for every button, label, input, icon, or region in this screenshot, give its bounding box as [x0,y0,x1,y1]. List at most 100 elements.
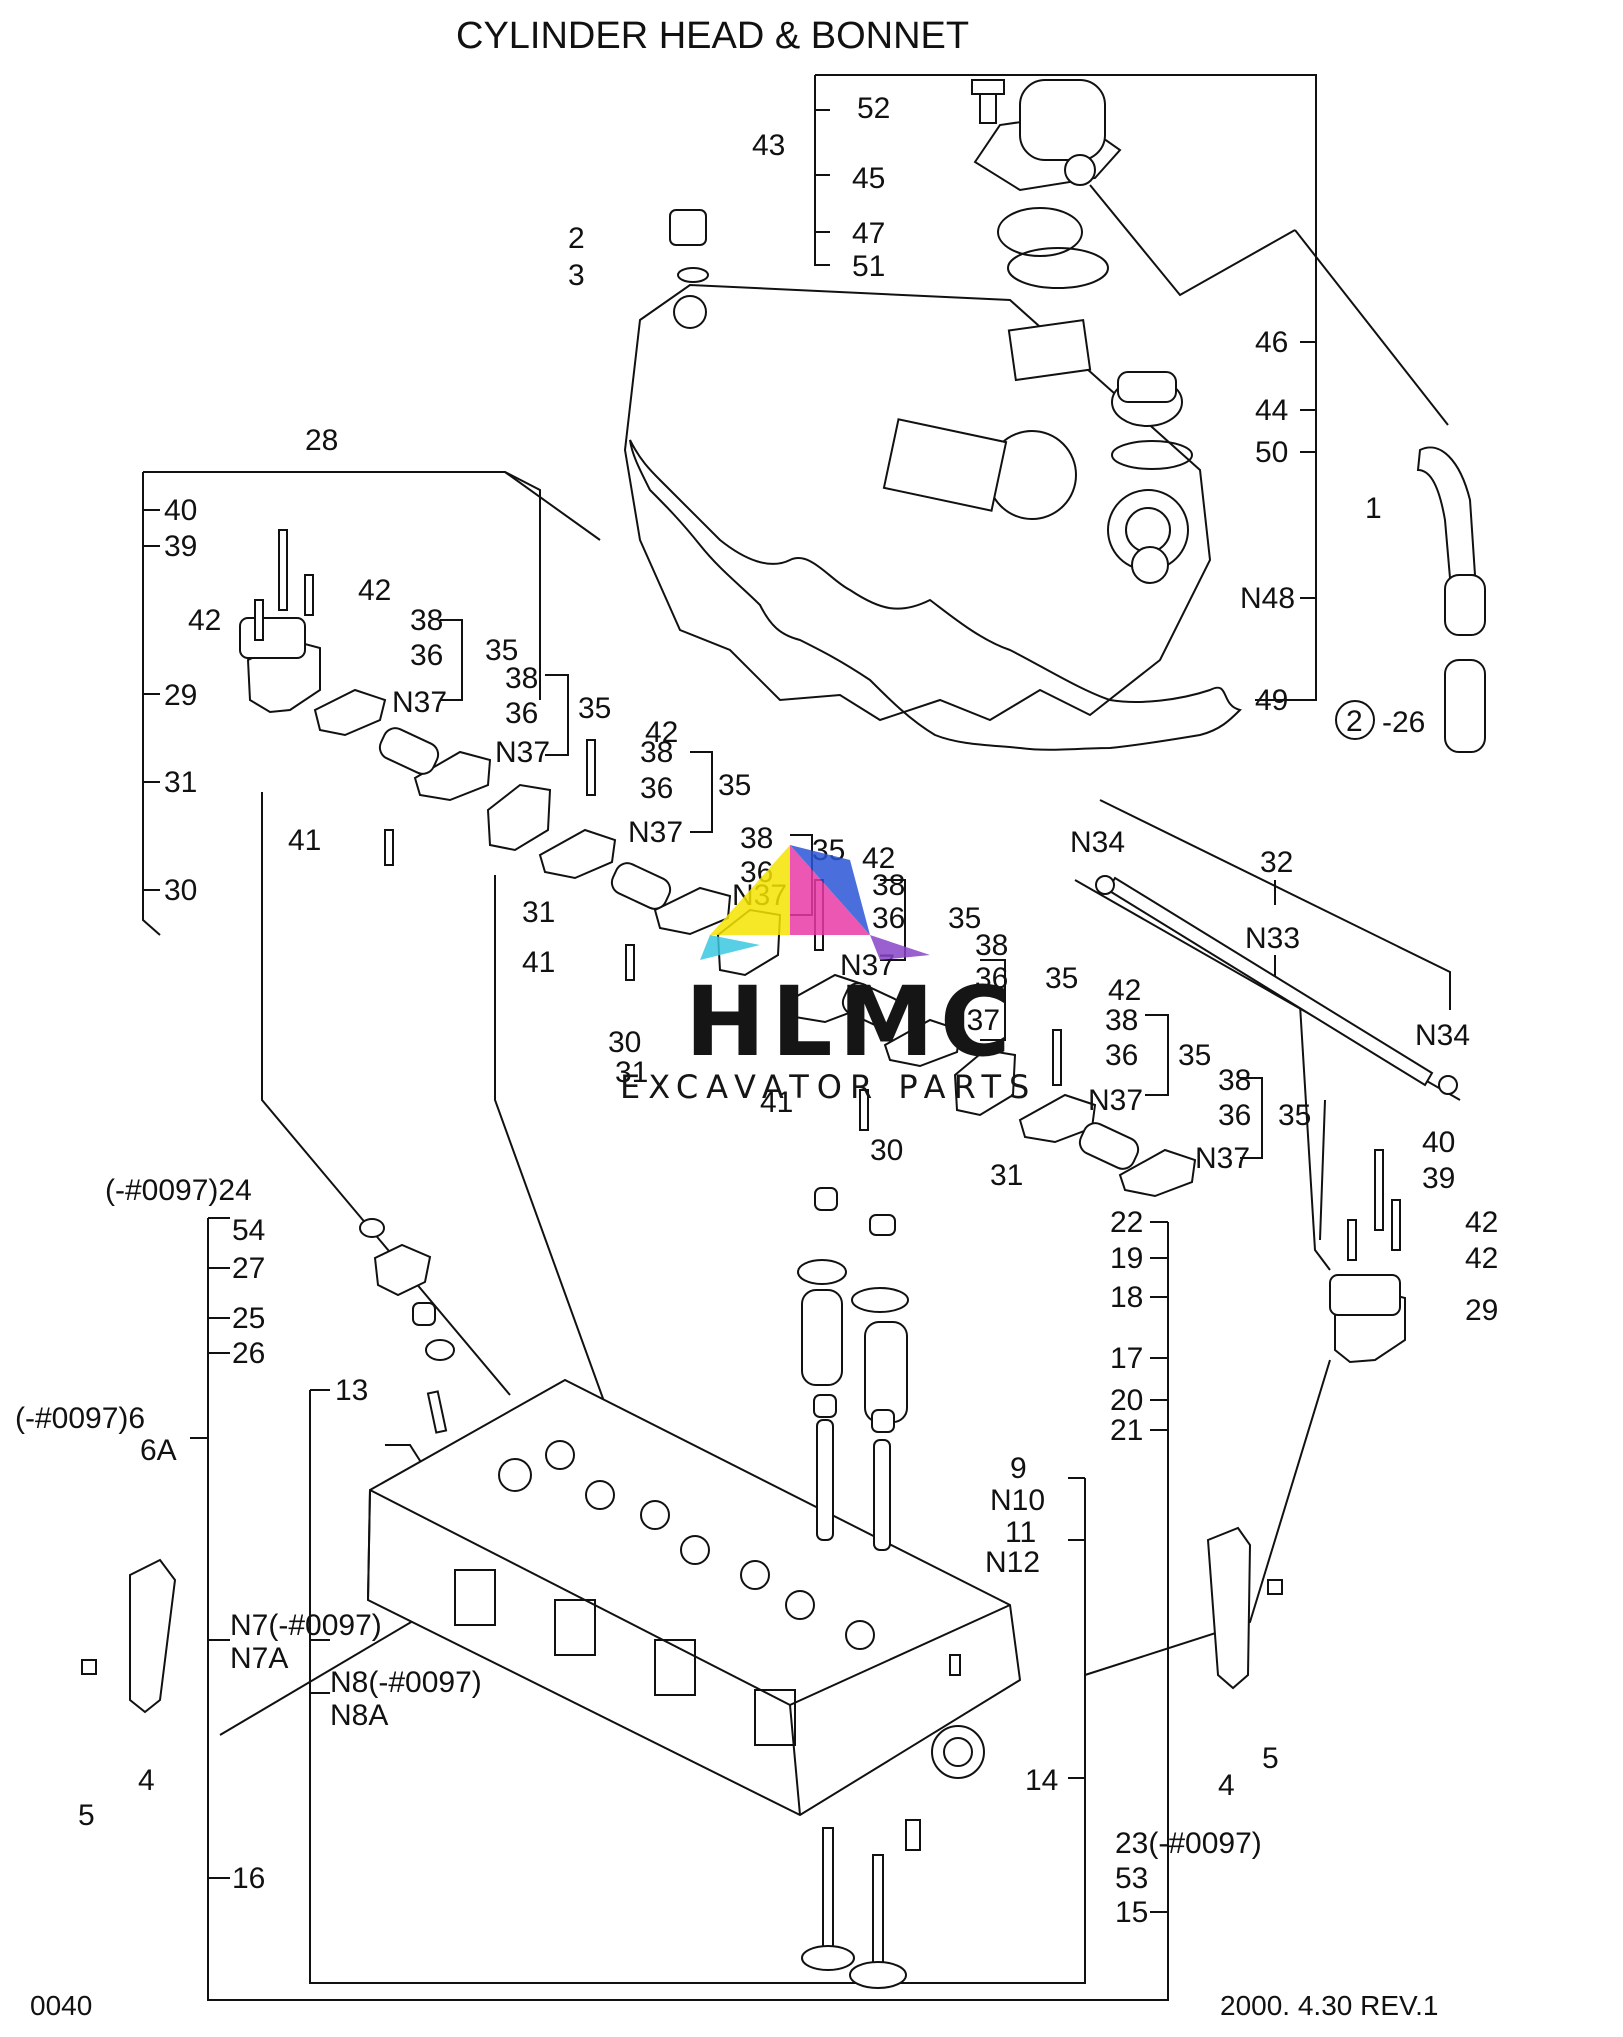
callout-29-right: 29 [1465,1294,1498,1327]
callout-25: 25 [232,1302,265,1335]
callout-15: 15 [1115,1896,1148,1929]
callout-45: 45 [852,162,885,195]
callout-27: 27 [232,1252,265,1285]
callout-38-b: 38 [505,662,538,695]
callout-38-a: 38 [410,604,443,637]
callout-labels: 52 43 45 47 51 2 3 46 44 50 1 N48 49 2 -… [15,92,1498,1929]
callout-42-b: 42 [188,604,221,637]
callout-31-b: 31 [522,896,555,929]
callout-N10: N10 [990,1484,1045,1517]
head-small-parts [81,1187,1283,1989]
callout-N8: N8(-#0097) [330,1666,482,1699]
callout-47: 47 [852,217,885,250]
callout-4-right: 4 [1218,1769,1235,1802]
callout-46: 46 [1255,326,1288,359]
callout-3: 3 [568,259,585,292]
diagram-title: CYLINDER HEAD & BONNET [456,15,969,57]
callout-14: 14 [1025,1764,1058,1797]
callout-N34-a: N34 [1070,826,1125,859]
callout-24: (-#0097)24 [105,1174,252,1207]
footer-page-code: 0040 [30,1990,92,2021]
callout-N7A: N7A [230,1642,288,1675]
callout-36-g: 36 [1105,1039,1138,1072]
callout-39-left: 39 [164,530,197,563]
callout-44: 44 [1255,394,1288,427]
callout-38-h: 38 [1218,1064,1251,1097]
callout-19: 19 [1110,1242,1143,1275]
footer-revision: 2000. 4.30 REV.1 [1220,1990,1438,2021]
callout-2: 2 [568,222,585,255]
callout-31-a: 31 [164,766,197,799]
callout-17: 17 [1110,1342,1143,1375]
watermark-brand: HLMC [685,966,1017,1078]
callout-30-a: 30 [164,874,197,907]
callout-35-b: 35 [578,692,611,725]
callout-38-g: 38 [1105,1004,1138,1037]
callout-38-f: 38 [975,929,1008,962]
callout-36-e: 36 [872,902,905,935]
callout-38-d: 38 [740,822,773,855]
callout-42-e: 42 [1108,974,1141,1007]
callout-26: 26 [232,1337,265,1370]
callout-22: 22 [1110,1206,1143,1239]
callout-38-c: 38 [640,736,673,769]
bonnet-cover [623,283,1242,751]
callout-36-h: 36 [1218,1099,1251,1132]
callout-35-f: 35 [1045,962,1078,995]
callout-1: 1 [1365,492,1382,525]
circled-2-text: 2 [1346,705,1363,738]
callout-31-c: 31 [615,1056,648,1089]
breather-cap [669,79,1193,470]
callout-N37-f: N37 [945,1004,1000,1037]
callout-18: 18 [1110,1281,1143,1314]
callout-49: 49 [1255,684,1288,717]
callout-30-c: 30 [870,1134,903,1167]
callout-N48: N48 [1240,582,1295,615]
callout-39-right: 39 [1422,1162,1455,1195]
callout-16: 16 [232,1862,265,1895]
callout-30-b: 30 [608,1026,641,1059]
breather-pipe [1416,446,1486,753]
callout-28: 28 [305,424,338,457]
callout-53: 53 [1115,1862,1148,1895]
callout-42-g: 42 [1465,1242,1498,1275]
callout-42-d: 42 [862,842,895,875]
callout-35-h: 35 [1278,1099,1311,1132]
callout-5-right: 5 [1262,1742,1279,1775]
circled-2-badge [1335,700,1375,740]
callout-42-c: 42 [645,716,678,749]
callout-52: 52 [857,92,890,125]
rocker-shaft [1095,875,1458,1095]
callout-23: 23(-#0097) [1115,1827,1262,1860]
callout-N7: N7(-#0097) [230,1609,382,1642]
callout-13: 13 [335,1374,368,1407]
watermark-logo-icon [700,845,930,960]
callout-N37-c: N37 [628,816,683,849]
callout-54: 54 [232,1214,265,1247]
callout-40-right: 40 [1422,1126,1455,1159]
callout-N37-b: N37 [495,736,550,769]
callout-N37-a: N37 [392,686,447,719]
callout-42-a: 42 [358,574,391,607]
cylinder-head [366,1378,1022,1851]
callout-42-f: 42 [1465,1206,1498,1239]
watermark: HLMC EXCAVATOR PARTS [620,845,1029,1106]
callout-43: 43 [752,129,785,162]
callout-35-e: 35 [948,902,981,935]
callout-36-b: 36 [505,697,538,730]
callout-N8A: N8A [330,1699,388,1732]
callout-50: 50 [1255,436,1288,469]
callout-29-left: 29 [164,679,197,712]
callout-36-a: 36 [410,639,443,672]
callout-N34-b: N34 [1415,1019,1470,1052]
callout-N33: N33 [1245,922,1300,955]
callout-6: (-#0097)6 [15,1402,145,1435]
callout-N12: N12 [985,1546,1040,1579]
rocker-arm-assembly [239,529,1406,1364]
callout-35-c: 35 [718,769,751,802]
callout-5-left: 5 [78,1799,95,1832]
callout-N37-g: N37 [1088,1084,1143,1117]
callout-36-f: 36 [975,962,1008,995]
callout-41-c: 41 [760,1086,793,1119]
